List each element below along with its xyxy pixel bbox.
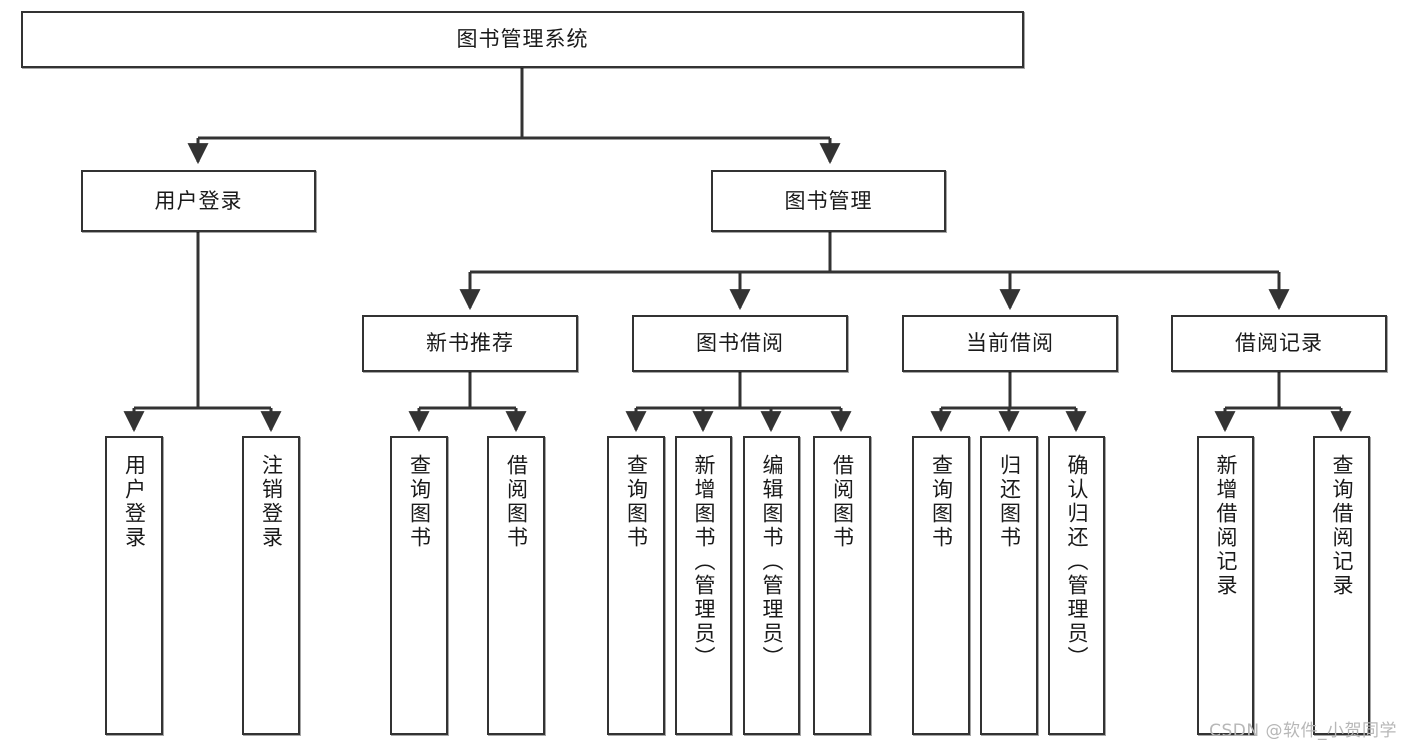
- node-borrow-record[interactable]: 借阅记录: [1171, 315, 1387, 372]
- leaf-record-query-record[interactable]: 查询借阅记录: [1313, 436, 1370, 735]
- node-book-management[interactable]: 图书管理: [711, 170, 946, 232]
- leaf-label: 查询图书: [929, 454, 954, 550]
- leaf-current-confirm-return[interactable]: 确认归还（管理员）: [1048, 436, 1105, 735]
- leaf-label: 注销登录: [259, 454, 284, 550]
- leaf-borrow-add-book[interactable]: 新增图书（管理员）: [675, 436, 732, 735]
- node-new-book-recommend[interactable]: 新书推荐: [362, 315, 578, 372]
- leaf-user-login-signin[interactable]: 用户登录: [105, 436, 163, 735]
- node-book-management-label: 图书管理: [784, 188, 873, 213]
- leaf-label: 归还图书: [997, 454, 1022, 550]
- leaf-recommend-borrow-book[interactable]: 借阅图书: [487, 436, 545, 735]
- node-borrow-record-label: 借阅记录: [1235, 331, 1323, 356]
- leaf-record-add-record[interactable]: 新增借阅记录: [1197, 436, 1254, 735]
- leaf-user-login-signout[interactable]: 注销登录: [242, 436, 300, 735]
- node-current-borrow-label: 当前借阅: [966, 331, 1054, 356]
- node-new-book-recommend-label: 新书推荐: [426, 331, 514, 356]
- leaf-label: 新增借阅记录: [1214, 454, 1239, 598]
- leaf-label: 查询图书: [624, 454, 649, 550]
- leaf-borrow-borrow-book[interactable]: 借阅图书: [813, 436, 871, 735]
- leaf-label: 确认归还（管理员）: [1065, 454, 1090, 670]
- leaf-borrow-query-book[interactable]: 查询图书: [607, 436, 665, 735]
- leaf-label: 查询借阅记录: [1330, 454, 1355, 598]
- leaf-label: 借阅图书: [504, 454, 529, 550]
- node-user-login-label: 用户登录: [154, 188, 243, 213]
- node-book-borrow[interactable]: 图书借阅: [632, 315, 848, 372]
- leaf-label: 用户登录: [122, 454, 147, 550]
- leaf-recommend-query-book[interactable]: 查询图书: [390, 436, 448, 735]
- node-user-login[interactable]: 用户登录: [81, 170, 316, 232]
- leaf-label: 新增图书（管理员）: [692, 454, 717, 670]
- watermark: CSDN @软件_小贺同学: [1209, 721, 1397, 741]
- node-root-label: 图书管理系统: [456, 27, 589, 52]
- leaf-label: 借阅图书: [830, 454, 855, 550]
- node-current-borrow[interactable]: 当前借阅: [902, 315, 1118, 372]
- node-book-borrow-label: 图书借阅: [696, 331, 784, 356]
- leaf-current-return-book[interactable]: 归还图书: [980, 436, 1038, 735]
- leaf-label: 查询图书: [407, 454, 432, 550]
- leaf-current-query-book[interactable]: 查询图书: [912, 436, 970, 735]
- leaf-borrow-edit-book[interactable]: 编辑图书（管理员）: [743, 436, 800, 735]
- leaf-label: 编辑图书（管理员）: [760, 454, 785, 670]
- node-root[interactable]: 图书管理系统: [21, 11, 1024, 68]
